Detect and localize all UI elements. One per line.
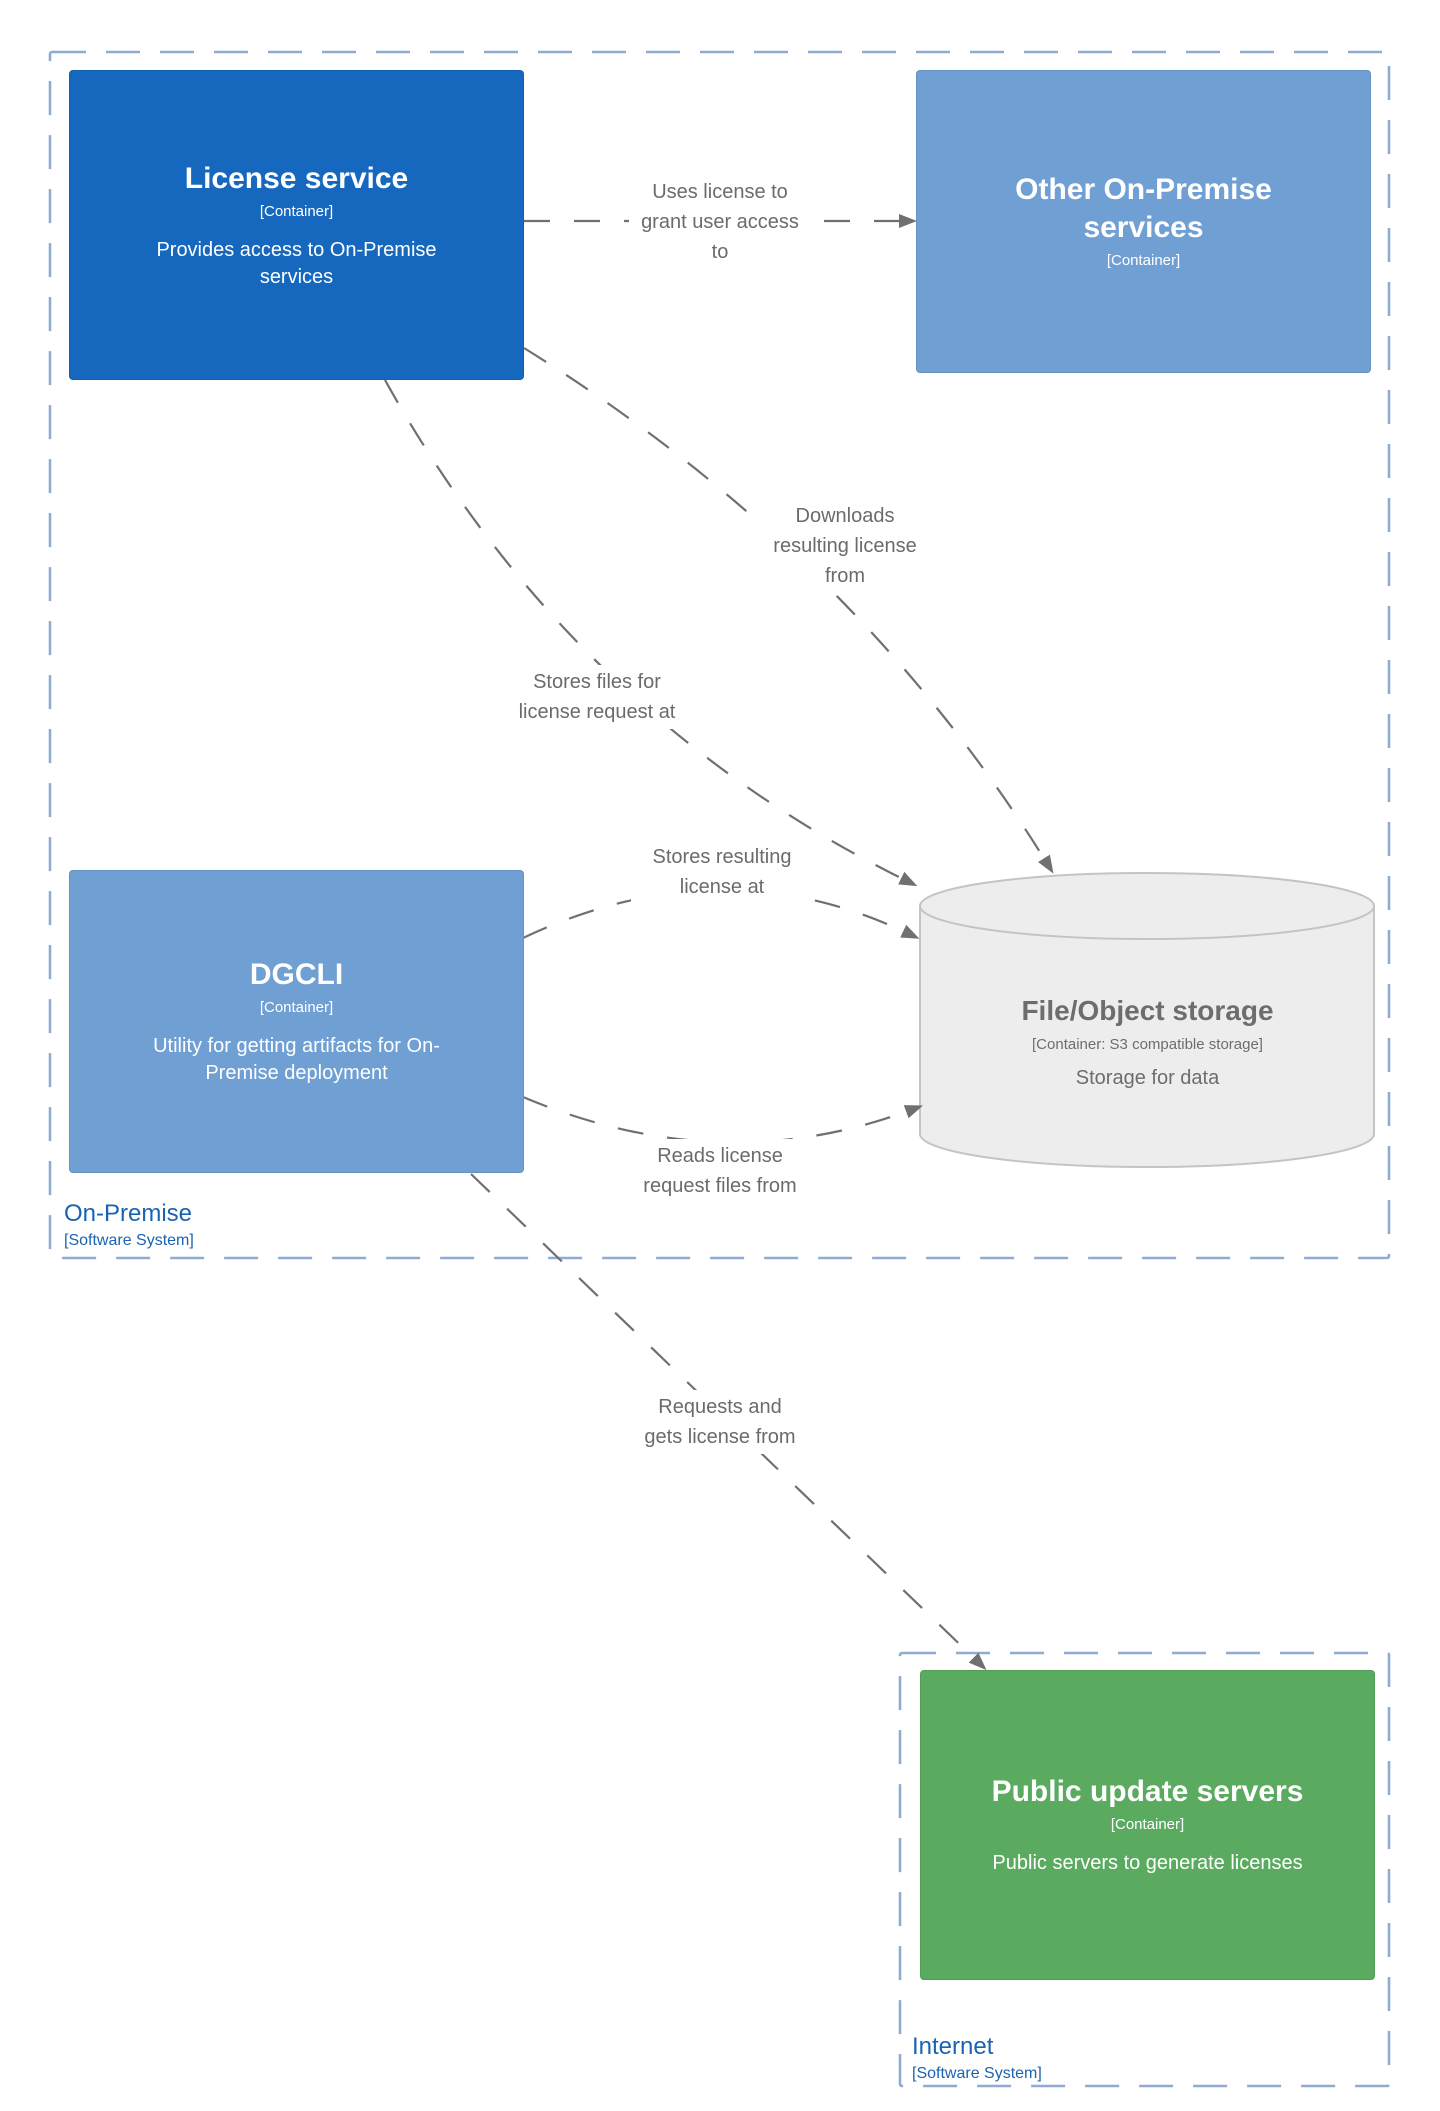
label-line: Downloads bbox=[795, 505, 895, 527]
relationship-label-stores-files: Stores files for license request at bbox=[502, 665, 692, 729]
node-title: Public update servers bbox=[991, 1775, 1304, 1808]
label-line: to bbox=[711, 241, 729, 263]
label-line: Stores resulting bbox=[652, 846, 792, 868]
node-title: File/Object storage bbox=[1021, 995, 1274, 1026]
boundary-name: Internet bbox=[912, 2033, 994, 2060]
node-meta: [Container] bbox=[1106, 252, 1181, 269]
storage-cylinder-top bbox=[919, 872, 1375, 940]
relationship-label-stores-license: Stores resulting license at bbox=[631, 840, 813, 904]
other-on-premise-services-node[interactable]: Other On-Premise services [Container] bbox=[916, 70, 1371, 373]
node-description: Utility for getting artifacts for On-Pre… bbox=[153, 1035, 440, 1084]
boundary-type: [Software System] bbox=[64, 1232, 194, 1249]
node-description: Provides access to On-Premise services bbox=[156, 238, 437, 288]
file-object-storage-node[interactable] bbox=[919, 872, 1375, 1168]
storage-cylinder-body[interactable] bbox=[920, 906, 1374, 1167]
node-meta: [Container] bbox=[259, 999, 334, 1016]
relationship-label-uses-license: Uses license to grant user access to bbox=[629, 175, 811, 269]
on-premise-boundary-label: On-Premise [Software System] bbox=[64, 1199, 194, 1253]
internet-boundary-label: Internet [Software System] bbox=[912, 2032, 1042, 2086]
internet-boundary bbox=[898, 1651, 1391, 2088]
node-meta: [Container] bbox=[259, 202, 334, 220]
edge-reads-files bbox=[522, 1095, 924, 1144]
label-line: resulting license bbox=[773, 535, 917, 557]
label-line: grant user access bbox=[641, 211, 799, 233]
label-line: Requests and bbox=[658, 1396, 782, 1418]
node-description: Storage for data bbox=[1075, 1067, 1220, 1089]
edge-requests bbox=[470, 1173, 987, 1671]
node-description: Public servers to generate licenses bbox=[992, 1852, 1303, 1874]
label-line: from bbox=[825, 565, 865, 587]
relationship-label-reads-files: Reads license request files from bbox=[625, 1139, 815, 1203]
node-title: Other On-Premise services bbox=[1015, 173, 1272, 244]
node-meta: [Container] bbox=[1110, 1816, 1185, 1833]
file-object-storage-label: File/Object storage [Container: S3 compa… bbox=[920, 992, 1375, 1092]
label-line: license at bbox=[679, 876, 765, 898]
node-title: License service bbox=[184, 161, 409, 195]
label-line: Uses license to bbox=[652, 181, 788, 203]
label-line: Reads license bbox=[657, 1145, 783, 1167]
relationship-label-requests: Requests and gets license from bbox=[631, 1390, 809, 1454]
boundary-type: [Software System] bbox=[912, 2065, 1042, 2082]
label-line: request files from bbox=[643, 1175, 797, 1197]
node-title: DGCLI bbox=[249, 958, 344, 991]
public-update-servers-node[interactable]: Public update servers [Container] Public… bbox=[920, 1670, 1375, 1980]
license-service-node[interactable]: License service [Container] Provides acc… bbox=[69, 70, 524, 380]
edge-stores-files bbox=[384, 379, 918, 887]
node-meta: [Container: S3 compatible storage] bbox=[1032, 1036, 1263, 1053]
label-line: Stores files for bbox=[533, 671, 661, 693]
label-line: gets license from bbox=[644, 1426, 796, 1448]
edge-downloads bbox=[523, 347, 1054, 874]
boundary-name: On-Premise bbox=[64, 1200, 193, 1227]
relationship-label-downloads: Downloads resulting license from bbox=[754, 499, 936, 593]
label-line: license request at bbox=[518, 701, 676, 723]
dgcli-node[interactable]: DGCLI [Container] Utility for getting ar… bbox=[69, 870, 524, 1173]
on-premise-boundary bbox=[48, 50, 1391, 1260]
storage-cylinder-outline bbox=[919, 906, 1375, 1168]
